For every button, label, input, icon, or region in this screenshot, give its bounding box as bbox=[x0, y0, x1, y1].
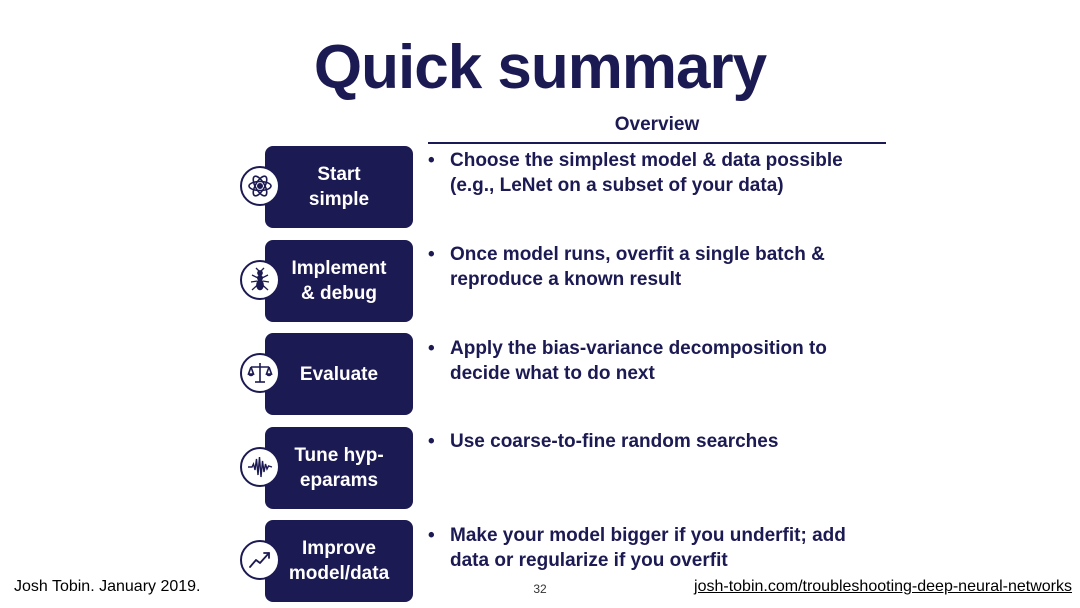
step-label: Start simple bbox=[265, 146, 413, 228]
atom-icon bbox=[240, 166, 280, 206]
waveform-icon bbox=[240, 447, 280, 487]
bug-icon bbox=[240, 260, 280, 300]
step-label: Improve model/data bbox=[265, 520, 413, 602]
step-tune-hyperparams: Tune hyp- eparams bbox=[237, 427, 417, 511]
step-description: • Choose the simplest model & data possi… bbox=[428, 148, 888, 198]
step-evaluate: Evaluate bbox=[237, 333, 417, 417]
bullet: • bbox=[428, 431, 435, 452]
slide-title: Quick summary bbox=[313, 33, 767, 102]
bullet: • bbox=[428, 244, 435, 265]
overview-header: Overview bbox=[428, 112, 886, 144]
description-text: Apply the bias-variance decomposition to… bbox=[450, 338, 827, 384]
bullet: • bbox=[428, 525, 435, 546]
step-description: • Apply the bias-variance decomposition … bbox=[428, 336, 888, 386]
bullet: • bbox=[428, 338, 435, 359]
step-start-simple: Start simple bbox=[237, 146, 417, 230]
trend-chart-icon bbox=[240, 540, 280, 580]
bullet: • bbox=[428, 150, 435, 171]
step-description: • Use coarse-to-fine random searches bbox=[428, 429, 888, 454]
description-text: Make your model bigger if you underfit; … bbox=[450, 525, 846, 571]
step-label: Evaluate bbox=[265, 333, 413, 415]
footer-author: Josh Tobin. January 2019. bbox=[14, 578, 201, 595]
footer-link[interactable]: josh-tobin.com/troubleshooting-deep-neur… bbox=[694, 578, 1072, 595]
step-description: • Make your model bigger if you underfit… bbox=[428, 523, 888, 573]
step-improve-model-data: Improve model/data bbox=[237, 520, 417, 604]
step-description: • Once model runs, overfit a single batc… bbox=[428, 242, 888, 292]
description-text: Once model runs, overfit a single batch … bbox=[450, 244, 825, 290]
step-implement-debug: Implement & debug bbox=[237, 240, 417, 324]
description-text: Choose the simplest model & data possibl… bbox=[450, 150, 843, 196]
description-text: Use coarse-to-fine random searches bbox=[450, 431, 779, 452]
step-label: Implement & debug bbox=[265, 240, 413, 322]
step-label: Tune hyp- eparams bbox=[265, 427, 413, 509]
page-number: 32 bbox=[533, 582, 547, 596]
scales-icon bbox=[240, 353, 280, 393]
